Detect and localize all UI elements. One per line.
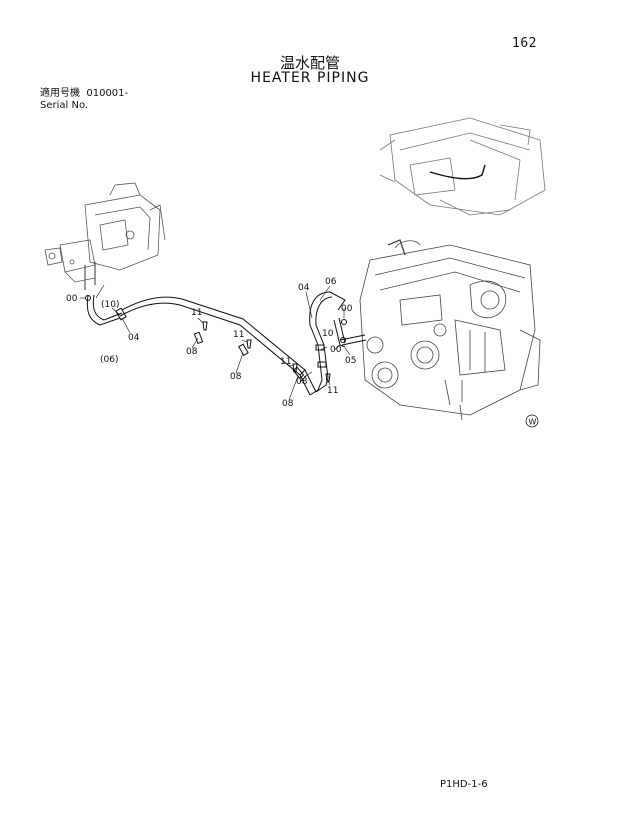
callout-10-paren: (10) [101, 300, 119, 310]
page-title-japanese: 温水配管 [279, 54, 340, 72]
callout-05: 05 [345, 356, 356, 366]
callout-11-c: 11 [280, 357, 291, 367]
serial-value: 010001- [86, 88, 129, 99]
callout-08-d: 08 [282, 399, 294, 409]
leader-lines [80, 284, 351, 401]
heater-unit-sketch [44, 182, 166, 290]
callout-11-d: 11 [327, 386, 338, 396]
callout-04-left: 04 [128, 333, 140, 343]
callout-04-right: 04 [298, 283, 310, 293]
callout-00-right: 00 [341, 304, 353, 314]
callout-08-a: 08 [186, 347, 198, 357]
serial-info: 適用号機 010001- Serial No. [40, 88, 128, 112]
page-title: HEATER PIPING [250, 70, 370, 86]
callout-06-right: 06 [325, 277, 337, 287]
callout-00-bottom: 00 [330, 345, 342, 355]
callout-00-left: 00 [66, 294, 78, 304]
figure-code: P1HD-1-6 [440, 779, 488, 790]
engine-sketch [359, 239, 541, 421]
callout-10-right: 10 [322, 329, 334, 339]
callout-11-b: 11 [233, 330, 244, 340]
w-mark-circle [525, 414, 539, 428]
serial-label: Serial No. [40, 100, 89, 111]
heater-hose-assembly [86, 291, 367, 396]
page-number: 162 [512, 36, 537, 51]
w-mark-icon: W [529, 418, 537, 427]
machine-inset-sketch [379, 117, 546, 216]
callout-11-a: 11 [191, 308, 202, 318]
callout-08-b: 08 [230, 372, 242, 382]
callout-06-paren: (06) [100, 355, 118, 365]
callout-08-c: 08 [296, 377, 308, 387]
serial-label-japanese: 適用号機 [40, 88, 80, 99]
